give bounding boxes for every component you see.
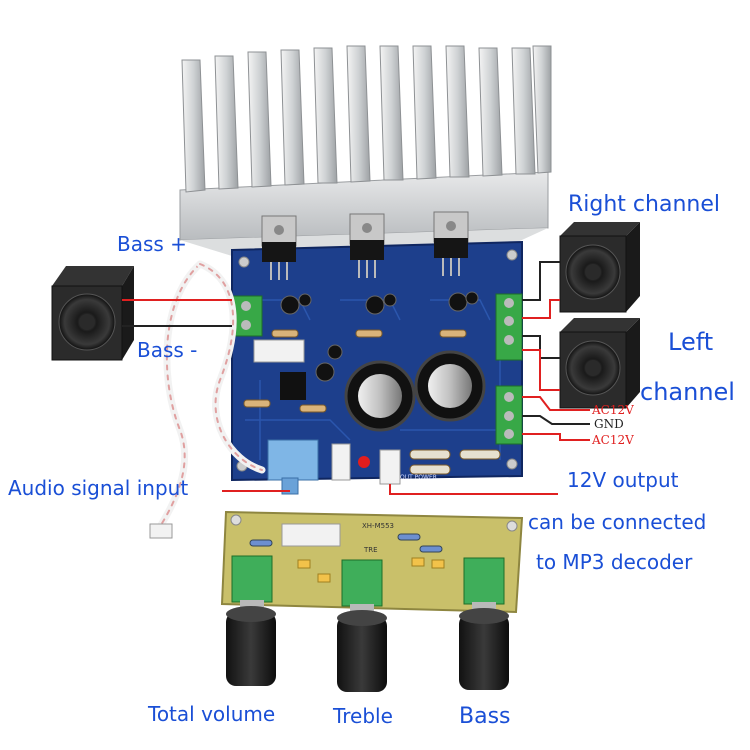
tone-board-tre: TRE (364, 546, 378, 554)
connectors (231, 293, 523, 495)
ribbon-cable (149, 260, 266, 539)
potentiometers (226, 555, 509, 692)
total-volume-label: Total volume (148, 702, 276, 726)
12v-output-label: 12V output (567, 468, 679, 492)
to-mp3-decoder-label: to MP3 decoder (536, 550, 693, 574)
wires (122, 261, 590, 495)
filter-capacitors (344, 350, 486, 432)
can-be-connected-label: can be connected (528, 510, 707, 534)
bass-knob-label: Bass (459, 704, 511, 729)
bass-minus-label: Bass - (137, 338, 198, 362)
treble-label: Treble (333, 704, 393, 728)
right-speaker (559, 222, 640, 313)
right-channel-label: Right channel (568, 192, 720, 217)
audio-signal-input-label: Audio signal input (8, 476, 189, 500)
channel-label: channel (640, 378, 735, 406)
left-label: Left (668, 328, 714, 356)
small-components (243, 291, 501, 475)
tone-board-model: XH-M553 (362, 522, 394, 530)
bass-plus-label: Bass + (117, 232, 187, 256)
bass-speaker (51, 266, 134, 361)
power-transistors (261, 211, 469, 280)
ac12v-bottom-label: AC12V (592, 433, 634, 447)
gnd-label: GND (594, 417, 624, 431)
left-speaker (559, 318, 640, 409)
ac12v-top-label: AC12V (592, 403, 634, 417)
out-power-silkscreen: OUT POWER (400, 474, 437, 481)
